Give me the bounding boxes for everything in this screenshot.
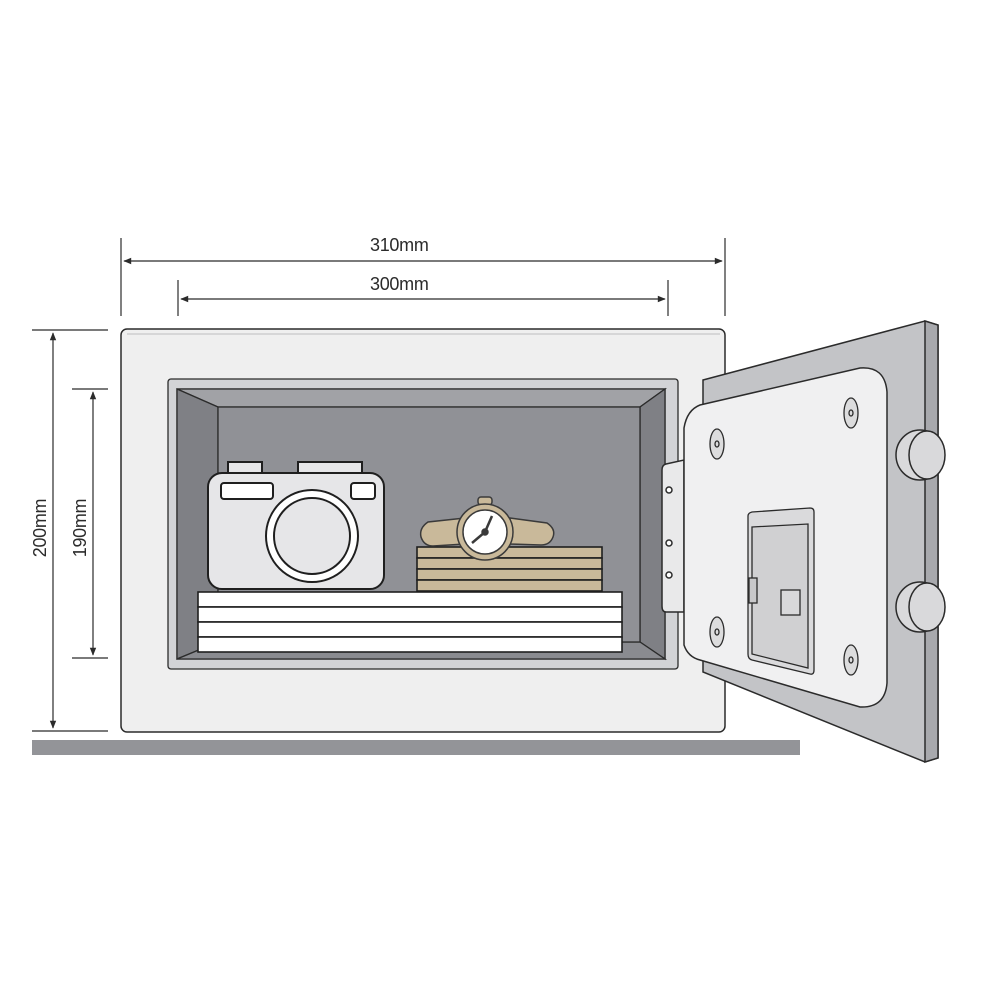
- mounting-screws: [709, 397, 859, 676]
- jewelry-boxes-icon: [416, 546, 603, 592]
- external-width-label: 310mm: [370, 235, 429, 255]
- width-dimension-lines: [120, 238, 726, 316]
- locking-bolt-top: [895, 429, 946, 481]
- internal-width-label: 300mm: [370, 274, 429, 294]
- floor-bar: [32, 740, 800, 755]
- keypad-panel: [747, 507, 815, 675]
- height-dimension-lines: [32, 329, 108, 732]
- internal-height-label: 190mm: [70, 498, 90, 558]
- documents-stack-icon: [197, 591, 623, 653]
- watch-icon: [419, 496, 555, 561]
- safe-door: [661, 319, 946, 764]
- external-height-label: 200mm: [30, 498, 50, 558]
- camera-icon: [207, 461, 385, 590]
- locking-bolt-bottom: [895, 581, 946, 633]
